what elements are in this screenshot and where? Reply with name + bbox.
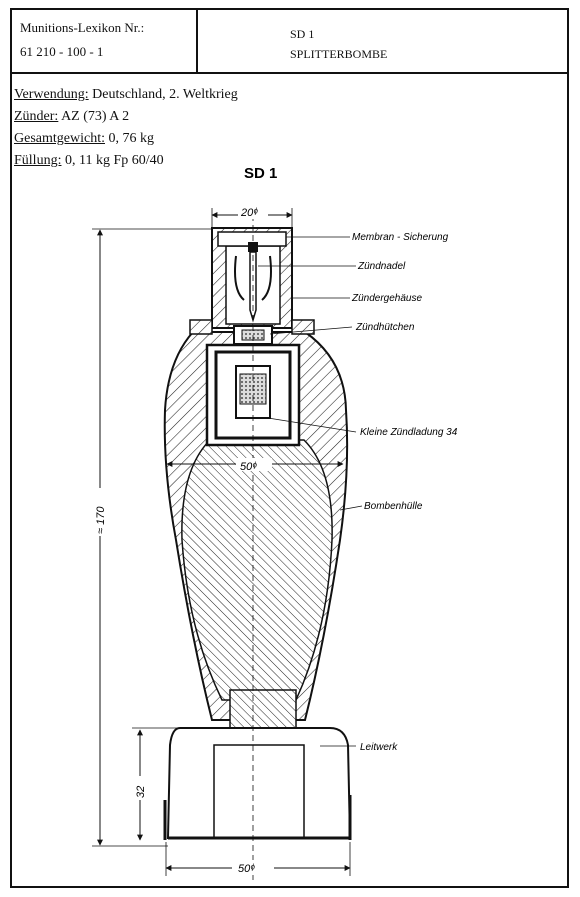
lexicon-number: 61 210 - 100 - 1 — [20, 44, 104, 59]
fill-label: Füllung: — [14, 153, 62, 168]
usage-label: Verwendung: — [14, 87, 89, 102]
fuze-springs — [234, 255, 272, 301]
header-lexicon-cell: Munitions-Lexikon Nr.: 61 210 - 100 - 1 — [12, 10, 198, 72]
designation: SD 1 — [290, 27, 315, 41]
fuze-diameter-text: 20ᶲ — [240, 207, 258, 219]
weight-row: Gesamtgewicht: 0, 76 kg — [14, 128, 238, 150]
data-sheet-frame: Munitions-Lexikon Nr.: 61 210 - 100 - 1 … — [10, 8, 569, 888]
drawing-title: SD 1 — [244, 165, 277, 182]
body-diameter-bg — [236, 458, 272, 471]
label-zuendladung: Kleine Zündladung 34 — [360, 427, 458, 438]
fuze-value: AZ (73) A 2 — [61, 109, 130, 124]
label-membran: Membran - Sicherung — [352, 232, 449, 243]
fill-value: 0, 11 kg Fp 60/40 — [64, 153, 164, 168]
total-length-text: ≈ 170 — [95, 506, 107, 534]
leader-zuendladung — [267, 417, 357, 433]
label-bombenhuelle: Bombenhülle — [364, 501, 423, 512]
weight-value: 0, 76 kg — [108, 131, 154, 146]
body-diameter-text: 50ᶲ — [240, 461, 257, 473]
tail-length-bg — [132, 776, 148, 800]
label-zuendergehaeuse: Zündergehäuse — [351, 293, 422, 304]
leader-bombenhuelle — [339, 505, 363, 511]
fuze-diameter-bg — [238, 205, 268, 219]
base-plug — [229, 689, 297, 731]
tail-tube — [213, 744, 305, 839]
header-designation-cell: SD 1 SPLITTERBOMBE — [198, 10, 567, 86]
weight-label: Gesamtgewicht: — [14, 131, 105, 146]
tail-length-text: 32 — [135, 786, 147, 798]
fuze-row: Zünder: AZ (73) A 2 — [14, 106, 238, 128]
usage-row: Verwendung: Deutschland, 2. Weltkrieg — [14, 84, 238, 106]
fuze-flange — [189, 319, 315, 335]
tail-diameter-bg — [232, 860, 274, 874]
specifications: Verwendung: Deutschland, 2. Weltkrieg Zü… — [14, 84, 238, 172]
leader-zuendhuetchen — [269, 326, 353, 335]
header: Munitions-Lexikon Nr.: 61 210 - 100 - 1 … — [12, 10, 567, 74]
lexicon-label: Munitions-Lexikon Nr.: — [20, 20, 145, 35]
label-zuendnadel: Zündnadel — [357, 261, 406, 272]
fill-row: Füllung: 0, 11 kg Fp 60/40 — [14, 150, 238, 172]
label-zuendhuetchen: Zündhütchen — [355, 322, 415, 333]
fuze-label: Zünder: — [14, 109, 59, 124]
usage-value: Deutschland, 2. Weltkrieg — [92, 87, 238, 102]
label-leitwerk: Leitwerk — [360, 742, 398, 753]
tail-diameter-text: 50ᶲ — [238, 863, 255, 875]
munition-type: SPLITTERBOMBE — [290, 47, 388, 61]
total-length-bg — [92, 488, 108, 536]
